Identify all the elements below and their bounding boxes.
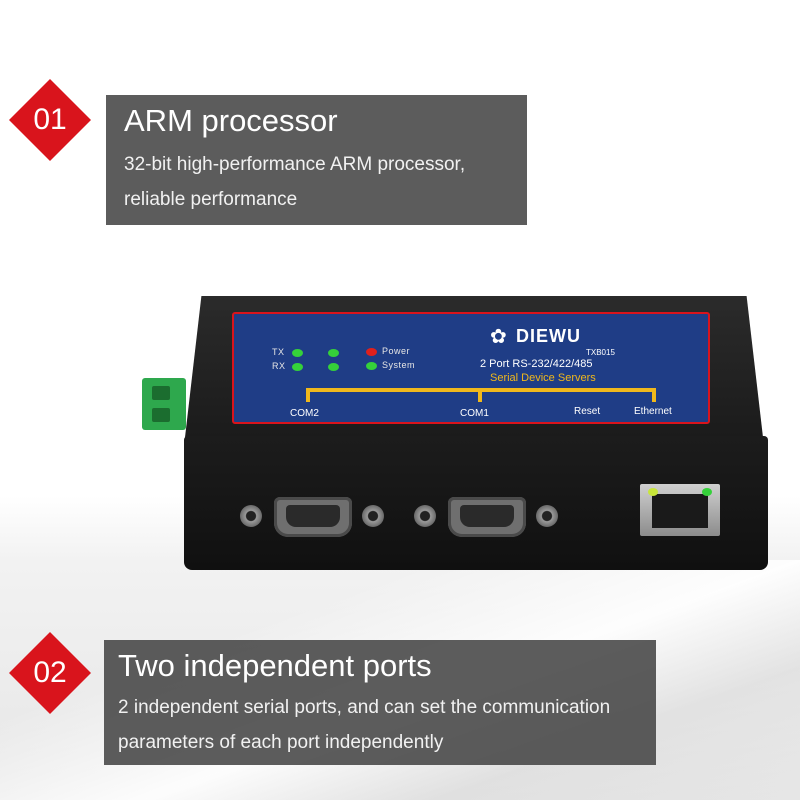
brand-logo-icon: ✿ bbox=[490, 326, 507, 348]
port-label-com2: COM2 bbox=[290, 408, 319, 419]
feature-panel: Two independent ports 2 independent seri… bbox=[104, 640, 656, 765]
led-label-rx: RX bbox=[272, 361, 286, 371]
led-tx-2 bbox=[328, 349, 339, 357]
port-rail-ethernet bbox=[652, 388, 656, 402]
com2-db9-connector bbox=[274, 497, 352, 537]
led-rx-1 bbox=[292, 363, 303, 371]
led-system bbox=[366, 362, 377, 370]
feature-description-line2: reliable performance bbox=[124, 189, 298, 210]
feature-description-line2: parameters of each port independently bbox=[118, 732, 444, 753]
led-label-power: Power bbox=[382, 346, 411, 356]
led-label-system: System bbox=[382, 360, 416, 370]
model-number: TXB015 bbox=[586, 348, 615, 357]
port-rail-com1 bbox=[478, 388, 482, 402]
brand-name: DIEWU bbox=[516, 326, 581, 346]
port-rail-com2 bbox=[306, 388, 310, 402]
ethernet-led-right bbox=[702, 488, 712, 496]
feature-title: Two independent ports bbox=[118, 648, 432, 683]
ethernet-led-left bbox=[648, 488, 658, 496]
feature-description-line1: 2 independent serial ports, and can set … bbox=[118, 697, 611, 718]
product-line2: Serial Device Servers bbox=[490, 372, 596, 384]
device-label-plate: TX RX Power System ✿ DIEWU TXB015 2 Port… bbox=[232, 312, 710, 424]
port-label-com1: COM1 bbox=[460, 408, 489, 419]
port-label-reset: Reset bbox=[574, 406, 601, 417]
led-power bbox=[366, 348, 377, 356]
led-label-tx: TX bbox=[272, 347, 285, 357]
feature-panel: ARM processor 32-bit high-performance AR… bbox=[106, 95, 527, 225]
feature-number: 02 bbox=[33, 656, 67, 689]
com2-screw-right bbox=[362, 505, 384, 527]
com2-screw-left bbox=[240, 505, 262, 527]
product-line1: 2 Port RS-232/422/485 bbox=[480, 358, 593, 370]
led-rx-2 bbox=[328, 363, 339, 371]
power-terminal-block bbox=[142, 378, 186, 430]
port-label-ethernet: Ethernet bbox=[634, 406, 672, 417]
com1-screw-left bbox=[414, 505, 436, 527]
feature-description-line1: 32-bit high-performance ARM processor, bbox=[124, 154, 466, 175]
feature-number: 01 bbox=[33, 103, 67, 136]
com1-db9-connector bbox=[448, 497, 526, 537]
ethernet-rj45-port bbox=[640, 484, 720, 536]
led-tx-1 bbox=[292, 349, 303, 357]
com1-screw-right bbox=[536, 505, 558, 527]
feature-title: ARM processor bbox=[124, 103, 338, 138]
